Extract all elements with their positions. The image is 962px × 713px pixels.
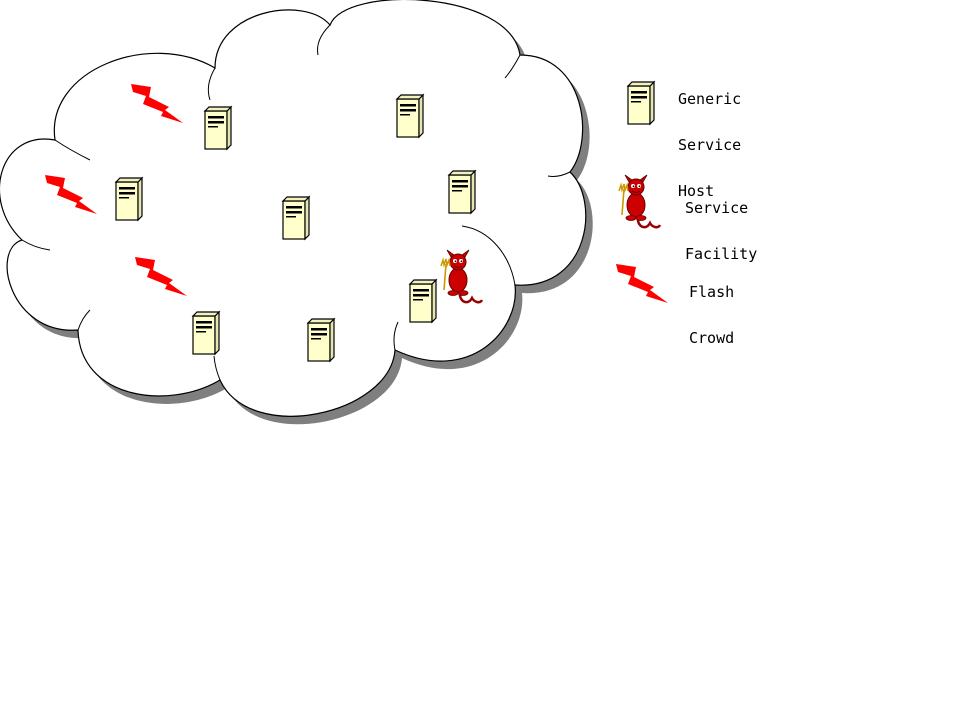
- server-icon: [115, 177, 143, 221]
- server-icon: [192, 311, 220, 355]
- legend-facility-line1: Service: [685, 199, 749, 217]
- legend-host-line3: Host: [678, 182, 715, 200]
- legend-host-line2: Service: [678, 136, 742, 154]
- legend-lightning-icon: [616, 264, 668, 303]
- server-icon: [409, 279, 437, 323]
- legend-server-icon: [627, 81, 655, 125]
- legend-crowd-line2: Crowd: [689, 329, 735, 347]
- legend-crowd-line1: Flash: [689, 283, 735, 301]
- legend-facility-line2: Facility: [685, 245, 758, 263]
- legend-daemon-icon: [617, 173, 662, 229]
- server-icon: [396, 94, 424, 138]
- legend-facility-label: Service Facility: [685, 174, 757, 289]
- legend-crowd-label: Flash Crowd: [689, 258, 734, 373]
- server-icon: [448, 170, 476, 214]
- legend-host-line1: Generic: [678, 90, 742, 108]
- legend-host-label: Generic Service Host: [678, 65, 741, 226]
- server-icon: [282, 196, 310, 240]
- server-icon: [307, 318, 335, 362]
- server-icon: [204, 106, 232, 150]
